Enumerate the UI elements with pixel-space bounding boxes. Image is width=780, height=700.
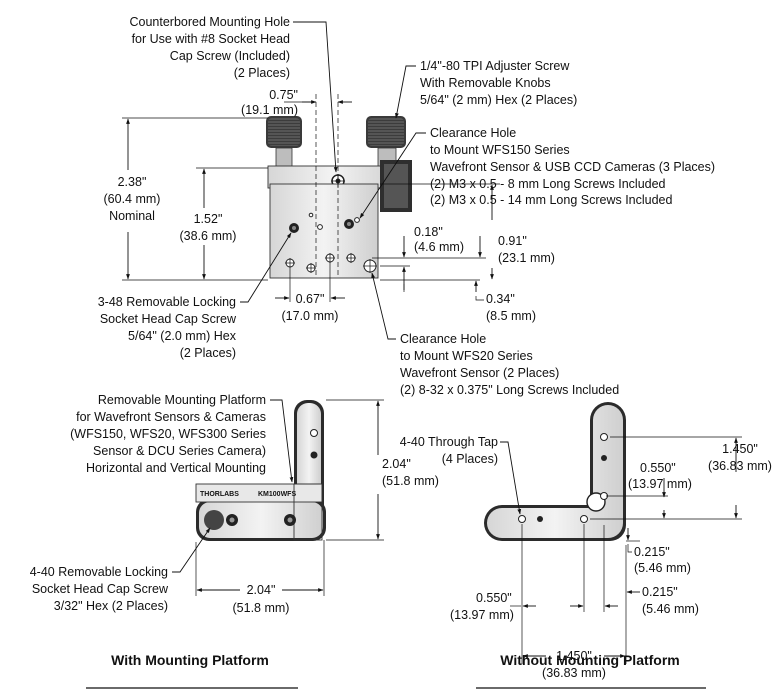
wp-locking-line2: Socket Head Cap Screw xyxy=(32,582,169,596)
with-platform-locking-note: 4-40 Removable Locking Socket Head Cap S… xyxy=(30,527,211,613)
tap-line2: (4 Places) xyxy=(442,452,498,466)
wo-vertical-dims: 1.450" (36.83 mm) 0.550" (13.97 mm) 0.21… xyxy=(590,436,772,575)
caption-with: With Mounting Platform xyxy=(111,652,269,668)
tap-line1: 4-40 Through Tap xyxy=(400,435,498,449)
platform-line2: for Wavefront Sensors & Cameras xyxy=(76,410,266,424)
d067-mm: (17.0 mm) xyxy=(282,309,339,323)
d238-note: Nominal xyxy=(109,209,155,223)
counterbored-line4: (2 Places) xyxy=(234,66,290,80)
locking-line1: 3-48 Removable Locking xyxy=(98,295,236,309)
d0550h-mm: (13.97 mm) xyxy=(450,608,514,622)
counterbored-line3: Cap Screw (Included) xyxy=(170,49,290,63)
counterbored-line2: for Use with #8 Socket Head xyxy=(132,32,290,46)
wp-height-in: 2.04" xyxy=(382,457,411,471)
wfs20-line1: Clearance Hole xyxy=(400,332,486,346)
d1450v-mm: (36.83 mm) xyxy=(708,459,772,473)
d0550v-in: 0.550" xyxy=(640,461,676,475)
d091-mm: (23.1 mm) xyxy=(498,251,555,265)
d152-in: 1.52" xyxy=(194,212,223,226)
platform-note: Removable Mounting Platform for Wavefron… xyxy=(70,393,294,483)
dim-2-38: 2.38" (60.4 mm) Nominal xyxy=(104,117,268,281)
adjuster-line1: 1/4"-80 TPI Adjuster Screw xyxy=(420,59,570,73)
wfs20-line4: (2) 8-32 x 0.375" Long Screws Included xyxy=(400,383,619,397)
dim-1-52: 1.52" (38.6 mm) xyxy=(180,167,268,280)
d238-in: 2.38" xyxy=(118,175,147,189)
d091-in: 0.91" xyxy=(498,234,527,248)
d0550v-mm: (13.97 mm) xyxy=(628,477,692,491)
wfs150-line5: (2) M3 x 0.5 - 14 mm Long Screws Include… xyxy=(430,193,673,207)
dim-0-67: 0.67" (17.0 mm) xyxy=(275,262,345,323)
wo-horizontal-dims: 0.550" (13.97 mm) 0.215" (5.46 mm) 1.450… xyxy=(450,524,699,680)
with-platform-height-dim: 2.04" (51.8 mm) xyxy=(326,399,439,541)
platform-line5: Horizontal and Vertical Mounting xyxy=(86,461,266,475)
locking-line4: (2 Places) xyxy=(180,346,236,360)
clearance-wfs20-note: Clearance Hole to Mount WFS20 Series Wav… xyxy=(371,272,619,397)
without-platform-view xyxy=(484,402,626,541)
wp-locking-line1: 4-40 Removable Locking xyxy=(30,565,168,579)
d238-mm: (60.4 mm) xyxy=(104,192,161,206)
dim-0-18-0-91: 0.18" (4.6 mm) 0.91" (23.1 mm) xyxy=(372,183,555,290)
adjuster-line3: 5/64" (2 mm) Hex (2 Places) xyxy=(420,93,577,107)
d075-mm: (19.1 mm) xyxy=(241,103,298,117)
wp-locking-line3: 3/32" Hex (2 Places) xyxy=(54,599,168,613)
wfs150-line1: Clearance Hole xyxy=(430,126,516,140)
wfs150-line4: (2) M3 x 0.5 - 8 mm Long Screws Included xyxy=(430,177,666,191)
with-platform-view: THORLABS KM100WFS xyxy=(195,400,326,541)
wp-width-in: 2.04" xyxy=(247,583,276,597)
d0550h-in: 0.550" xyxy=(476,591,512,605)
wp-width-mm: (51.8 mm) xyxy=(233,601,290,615)
locking-line2: Socket Head Cap Screw xyxy=(100,312,237,326)
d034-in: 0.34" xyxy=(486,292,515,306)
wfs20-line3: Wavefront Sensor (2 Places) xyxy=(400,366,559,380)
d1450v-in: 1.450" xyxy=(722,442,758,456)
d0215v-in: 0.215" xyxy=(634,545,670,559)
model-label: KM100WFS xyxy=(258,491,296,498)
d1450h-in: 1.450" xyxy=(556,649,592,663)
with-platform-caption: With Mounting Platform xyxy=(86,652,298,689)
d152-mm: (38.6 mm) xyxy=(180,229,237,243)
without-platform-caption: Without Mounting Platform xyxy=(476,652,706,689)
adjuster-note: 1/4"-80 TPI Adjuster Screw With Removabl… xyxy=(395,59,577,119)
counterbored-line1: Counterbored Mounting Hole xyxy=(129,15,290,29)
platform-line3: (WFS150, WFS20, WFS300 Series xyxy=(70,427,266,441)
tap-note: 4-40 Through Tap (4 Places) xyxy=(400,435,522,515)
wfs150-line3: Wavefront Sensor & USB CCD Cameras (3 Pl… xyxy=(430,160,715,174)
d067-in: 0.67" xyxy=(296,292,325,306)
d1450h-mm: (36.83 mm) xyxy=(542,666,606,680)
wfs20-line2: to Mount WFS20 Series xyxy=(400,349,533,363)
counterbored-note: Counterbored Mounting Hole for Use with … xyxy=(129,15,338,173)
dim-0-75: 0.75" (19.1 mm) xyxy=(241,88,352,278)
d018-in: 0.18" xyxy=(414,225,443,239)
locking-screw-note: 3-48 Removable Locking Socket Head Cap S… xyxy=(98,232,292,360)
d075-in: 0.75" xyxy=(269,88,298,102)
brand-label: THORLABS xyxy=(200,491,239,498)
with-platform-width-dim: 2.04" (51.8 mm) xyxy=(195,540,325,615)
platform-line1: Removable Mounting Platform xyxy=(98,393,266,407)
adjuster-line2: With Removable Knobs xyxy=(420,76,551,90)
d018-mm: (4.6 mm) xyxy=(414,240,464,254)
d0215v-mm: (5.46 mm) xyxy=(634,561,691,575)
caption-without: Without Mounting Platform xyxy=(500,652,680,668)
d034-mm: (8.5 mm) xyxy=(486,309,536,323)
mount-front-view xyxy=(266,116,412,279)
wfs150-line2: to Mount WFS150 Series xyxy=(430,143,570,157)
clearance-wfs150-note: Clearance Hole to Mount WFS150 Series Wa… xyxy=(359,126,715,219)
d0215h-in: 0.215" xyxy=(642,585,678,599)
locking-line3: 5/64" (2.0 mm) Hex xyxy=(128,329,237,343)
platform-line4: Sensor & DCU Series Camera) xyxy=(93,444,266,458)
d0215h-mm: (5.46 mm) xyxy=(642,602,699,616)
dim-0-34: 0.34" (8.5 mm) xyxy=(380,279,536,323)
wp-height-mm: (51.8 mm) xyxy=(382,474,439,488)
